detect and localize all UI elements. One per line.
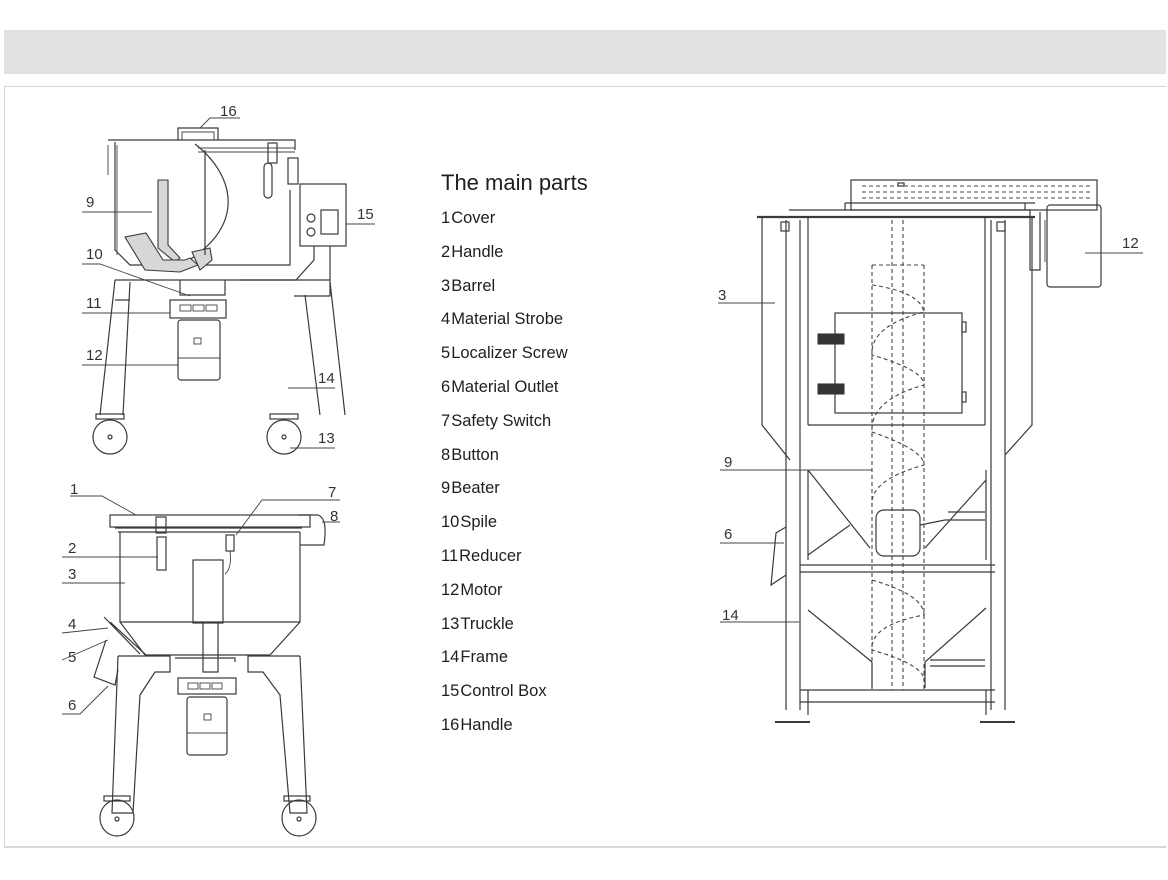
part-name: Handle <box>451 242 504 261</box>
part-name: Spile <box>460 513 498 532</box>
part-name: Frame <box>460 648 509 667</box>
part-name: Safety Switch <box>451 411 552 430</box>
part-name: Motor <box>460 580 503 599</box>
mixer-open-view-drawing: 16 9 15 10 11 12 14 13 <box>82 103 375 455</box>
part-name: Handle <box>460 715 513 734</box>
callout-1: 1 <box>70 481 78 498</box>
callout-7: 7 <box>328 484 336 501</box>
part-item: 12Motor <box>441 578 588 612</box>
part-number: 16 <box>441 715 460 734</box>
part-number: 4 <box>441 310 451 329</box>
part-name: Material Strobe <box>451 310 564 329</box>
part-number: 13 <box>441 614 460 633</box>
part-number: 1 <box>441 209 451 227</box>
callout-16: 16 <box>220 103 237 120</box>
callout-3-right: 3 <box>718 287 726 304</box>
callout-12-right: 12 <box>1122 235 1139 252</box>
callout-2: 2 <box>68 540 76 557</box>
part-number: 9 <box>441 479 451 498</box>
part-number: 5 <box>441 344 451 363</box>
part-number: 8 <box>441 445 451 464</box>
part-name: Reducer <box>459 546 522 565</box>
part-number: 14 <box>441 648 460 667</box>
mixer-closed-view-drawing: 1 7 8 2 3 4 5 6 <box>61 481 340 837</box>
part-item: 8Button <box>441 443 588 477</box>
callout-3: 3 <box>68 566 76 583</box>
part-item: 1Cover <box>441 206 588 240</box>
part-item: 11Reducer <box>441 544 588 578</box>
part-number: 15 <box>441 682 460 701</box>
part-name: Localizer Screw <box>451 344 568 363</box>
part-item: 2Handle <box>441 240 588 274</box>
part-item: 4Material Strobe <box>441 307 588 341</box>
part-item: 9Beater <box>441 476 588 510</box>
part-item: 10Spile <box>441 510 588 544</box>
callout-15: 15 <box>357 206 374 223</box>
parts-list-title: The main parts <box>441 170 588 195</box>
part-name: Control Box <box>460 682 547 701</box>
callout-13: 13 <box>318 430 335 447</box>
callout-14: 14 <box>318 370 335 387</box>
callout-11: 11 <box>86 295 102 312</box>
part-number: 7 <box>441 411 451 430</box>
part-item: 14Frame <box>441 645 588 679</box>
part-number: 6 <box>441 377 451 396</box>
part-item: 6Material Outlet <box>441 375 588 409</box>
callout-6-right: 6 <box>724 526 732 543</box>
part-name: Beater <box>451 479 500 498</box>
part-item: 3Barrel <box>441 274 588 308</box>
part-name: Cover <box>451 209 496 227</box>
part-item: 7Safety Switch <box>441 409 588 443</box>
header-banner <box>4 30 1166 74</box>
callout-9: 9 <box>86 194 94 211</box>
callout-9-right: 9 <box>724 454 732 471</box>
callout-14-right: 14 <box>722 607 739 624</box>
part-number: 12 <box>441 580 460 599</box>
part-name: Barrel <box>451 276 496 295</box>
part-number: 10 <box>441 513 460 532</box>
part-name: Material Outlet <box>451 377 559 396</box>
part-item: 5Localizer Screw <box>441 341 588 375</box>
callout-8: 8 <box>330 508 338 525</box>
part-number: 2 <box>441 242 451 261</box>
part-item: 13Truckle <box>441 612 588 646</box>
part-name: Truckle <box>460 614 514 633</box>
part-item: 15Control Box <box>441 679 588 713</box>
part-number: 3 <box>441 276 451 295</box>
callout-6: 6 <box>68 697 76 714</box>
callout-5: 5 <box>68 649 76 666</box>
diagram-panel <box>4 86 1166 848</box>
callout-12: 12 <box>86 347 103 364</box>
callout-4: 4 <box>68 616 76 633</box>
part-name: Button <box>451 445 499 464</box>
part-item: 16Handle <box>441 713 588 747</box>
callout-10: 10 <box>86 246 103 263</box>
part-number: 11 <box>441 546 459 565</box>
